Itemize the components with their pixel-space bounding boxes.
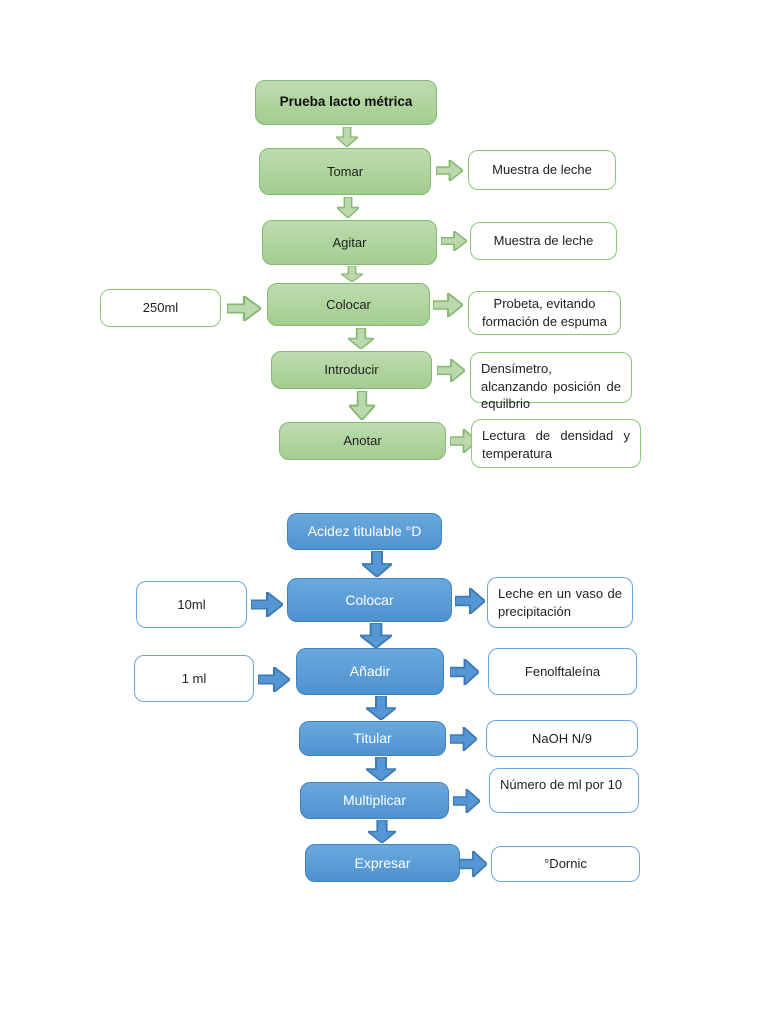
arrow-right-icon <box>436 160 463 181</box>
step-box-titular: Titular <box>299 721 446 756</box>
arrow-down-icon <box>368 820 396 843</box>
arrow-right-icon <box>450 659 479 685</box>
step-box-introducir: Introducir <box>271 351 432 389</box>
arrow-right-icon <box>441 231 467 251</box>
flow-title-acidez: Acidez titulable °D <box>287 513 442 550</box>
arrow-right-icon <box>433 293 463 317</box>
arrow-down-icon <box>348 328 374 349</box>
step-box-multiplicar: Multiplicar <box>300 782 449 819</box>
step-box-anadir: Añadir <box>296 648 444 695</box>
arrow-right-icon <box>251 592 283 617</box>
flow-title-lactometric: Prueba lacto métrica <box>255 80 437 125</box>
output-box-dornic: °Dornic <box>491 846 640 882</box>
output-box-vaso: Leche en un vaso de precipitación <box>487 577 633 628</box>
output-box-lectura: Lectura de densidad y temperatura <box>471 419 641 468</box>
arrow-down-icon <box>337 197 359 218</box>
arrow-right-icon <box>227 296 261 321</box>
input-box-1ml: 1 ml <box>134 655 254 702</box>
output-box-densimetro: Densímetro, alcanzando posición de equil… <box>470 352 632 411</box>
arrow-down-icon <box>336 127 358 147</box>
arrow-down-icon <box>360 623 392 648</box>
arrow-down-icon <box>366 757 396 781</box>
output-box-naoh: NaOH N/9 <box>486 720 638 757</box>
input-box-250ml: 250ml <box>100 289 221 327</box>
arrow-right-icon <box>455 588 485 614</box>
output-box-fenolftaleina: Fenolftaleína <box>488 648 637 695</box>
arrow-down-icon <box>362 551 392 577</box>
output-box-muestra-1: Muestra de leche <box>468 150 616 190</box>
step-box-colocar-2: Colocar <box>287 578 452 622</box>
output-box-numero-ml: Número de ml por 10 <box>489 768 639 813</box>
arrow-right-icon <box>459 851 487 877</box>
arrow-right-icon <box>450 429 477 453</box>
arrow-right-icon <box>437 359 465 382</box>
arrow-down-icon <box>341 266 363 282</box>
arrow-down-icon <box>349 391 375 420</box>
step-box-tomar: Tomar <box>259 148 431 195</box>
arrow-right-icon <box>258 667 290 692</box>
step-box-colocar: Colocar <box>267 283 430 326</box>
input-box-10ml: 10ml <box>136 581 247 628</box>
arrow-right-icon <box>453 789 480 813</box>
step-box-expresar: Expresar <box>305 844 460 882</box>
step-box-anotar: Anotar <box>279 422 446 460</box>
output-box-muestra-2: Muestra de leche <box>470 222 617 260</box>
arrow-down-icon <box>366 696 396 720</box>
output-box-probeta: Probeta, evitando formación de espuma <box>468 291 621 335</box>
step-box-agitar: Agitar <box>262 220 437 265</box>
arrow-right-icon <box>450 727 477 751</box>
